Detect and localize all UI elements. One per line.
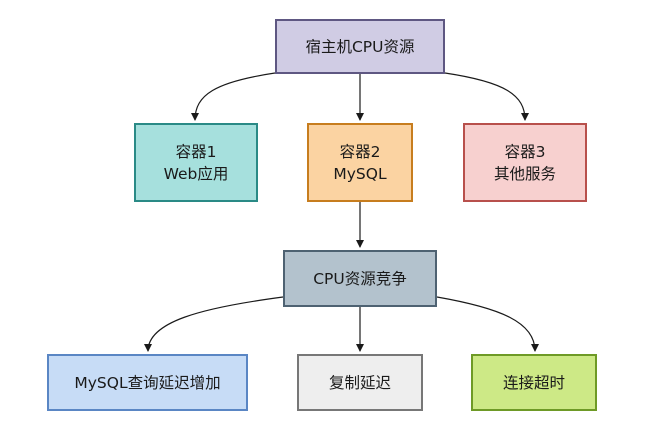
mysql-query-latency-node: MySQL查询延迟增加 bbox=[47, 354, 248, 411]
connection-timeout-label: 连接超时 bbox=[502, 373, 565, 392]
connection-timeout-node: 连接超时 bbox=[471, 354, 597, 411]
container3-node: 容器3 其他服务 bbox=[463, 123, 587, 202]
container2-subtitle: MySQL bbox=[333, 164, 387, 183]
container3-title: 容器3 bbox=[504, 142, 546, 161]
container3-subtitle: 其他服务 bbox=[493, 164, 556, 183]
mysql-query-latency-label: MySQL查询延迟增加 bbox=[74, 373, 221, 392]
container1-title: 容器1 bbox=[175, 142, 217, 161]
replication-lag-node: 复制延迟 bbox=[297, 354, 423, 411]
cpu-contention-label: CPU资源竞争 bbox=[313, 269, 407, 288]
container1-node: 容器1 Web应用 bbox=[134, 123, 258, 202]
host-cpu-node: 宿主机CPU资源 bbox=[275, 19, 445, 74]
edge-host-to-container3 bbox=[444, 72, 529, 121]
edge-contention-to-effect1 bbox=[144, 296, 284, 352]
replication-lag-label: 复制延迟 bbox=[328, 373, 391, 392]
container1-subtitle: Web应用 bbox=[163, 164, 229, 183]
host-cpu-label: 宿主机CPU资源 bbox=[305, 37, 415, 56]
container2-title: 容器2 bbox=[339, 142, 381, 161]
container2-node: 容器2 MySQL bbox=[307, 123, 413, 202]
cpu-contention-node: CPU资源竞争 bbox=[283, 250, 437, 307]
edge-contention-to-effect3 bbox=[436, 296, 539, 352]
edge-host-to-container1 bbox=[191, 72, 276, 121]
